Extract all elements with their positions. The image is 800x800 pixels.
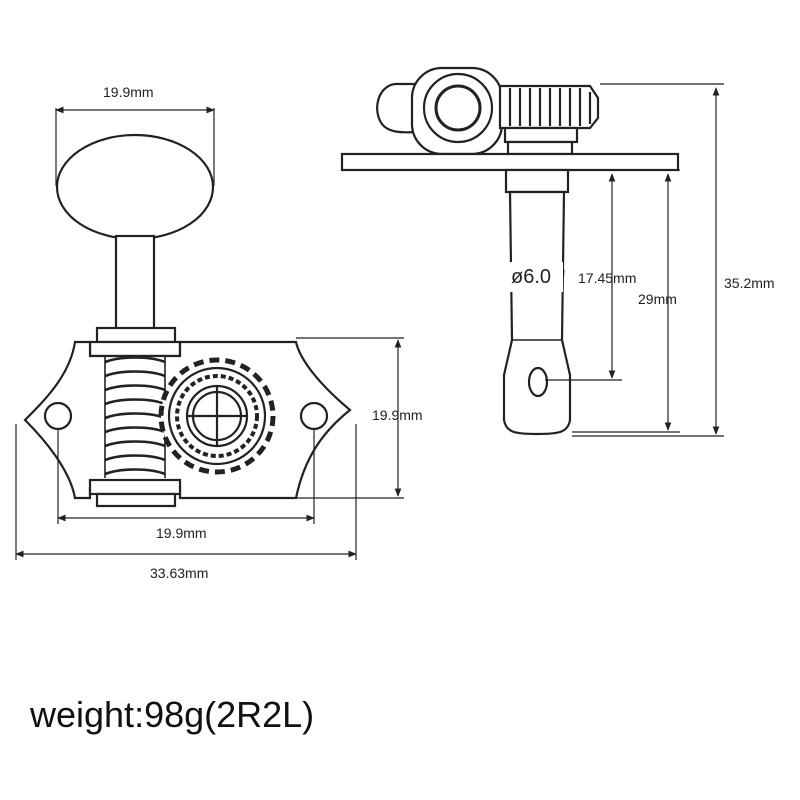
knob-ear: [376, 82, 417, 134]
tuner-knob: [55, 133, 215, 241]
top-collar: [95, 326, 177, 344]
gear-wheel: [158, 357, 276, 475]
worm-spring: [104, 356, 166, 478]
string-post: [502, 190, 572, 436]
side-gear: [498, 84, 600, 130]
mounting-hole-left: [43, 401, 73, 431]
label-housing-height: 19.9mm: [372, 407, 423, 423]
label-post-height-a: 17.45mm: [578, 270, 636, 286]
bottom-collar: [88, 478, 182, 496]
label-hole-spacing: 19.9mm: [156, 525, 207, 541]
side-dimensions: [509, 83, 724, 437]
label-shaft-diameter: ø6.0: [511, 266, 551, 288]
post-string-hole: [527, 366, 549, 398]
front-view: [23, 133, 352, 508]
label-total-width: 33.63mm: [150, 565, 208, 581]
label-knob-width: 19.9mm: [103, 84, 154, 100]
knob-shaft: [114, 234, 156, 334]
base-plate: [340, 152, 680, 172]
weight-label: weight:98g(2R2L): [30, 694, 315, 735]
label-total-height: 35.2mm: [724, 275, 775, 291]
side-view: [340, 66, 680, 436]
label-post-height-b: 29mm: [638, 291, 677, 307]
front-dimensions: [15, 106, 404, 560]
mounting-hole-right: [299, 401, 329, 431]
